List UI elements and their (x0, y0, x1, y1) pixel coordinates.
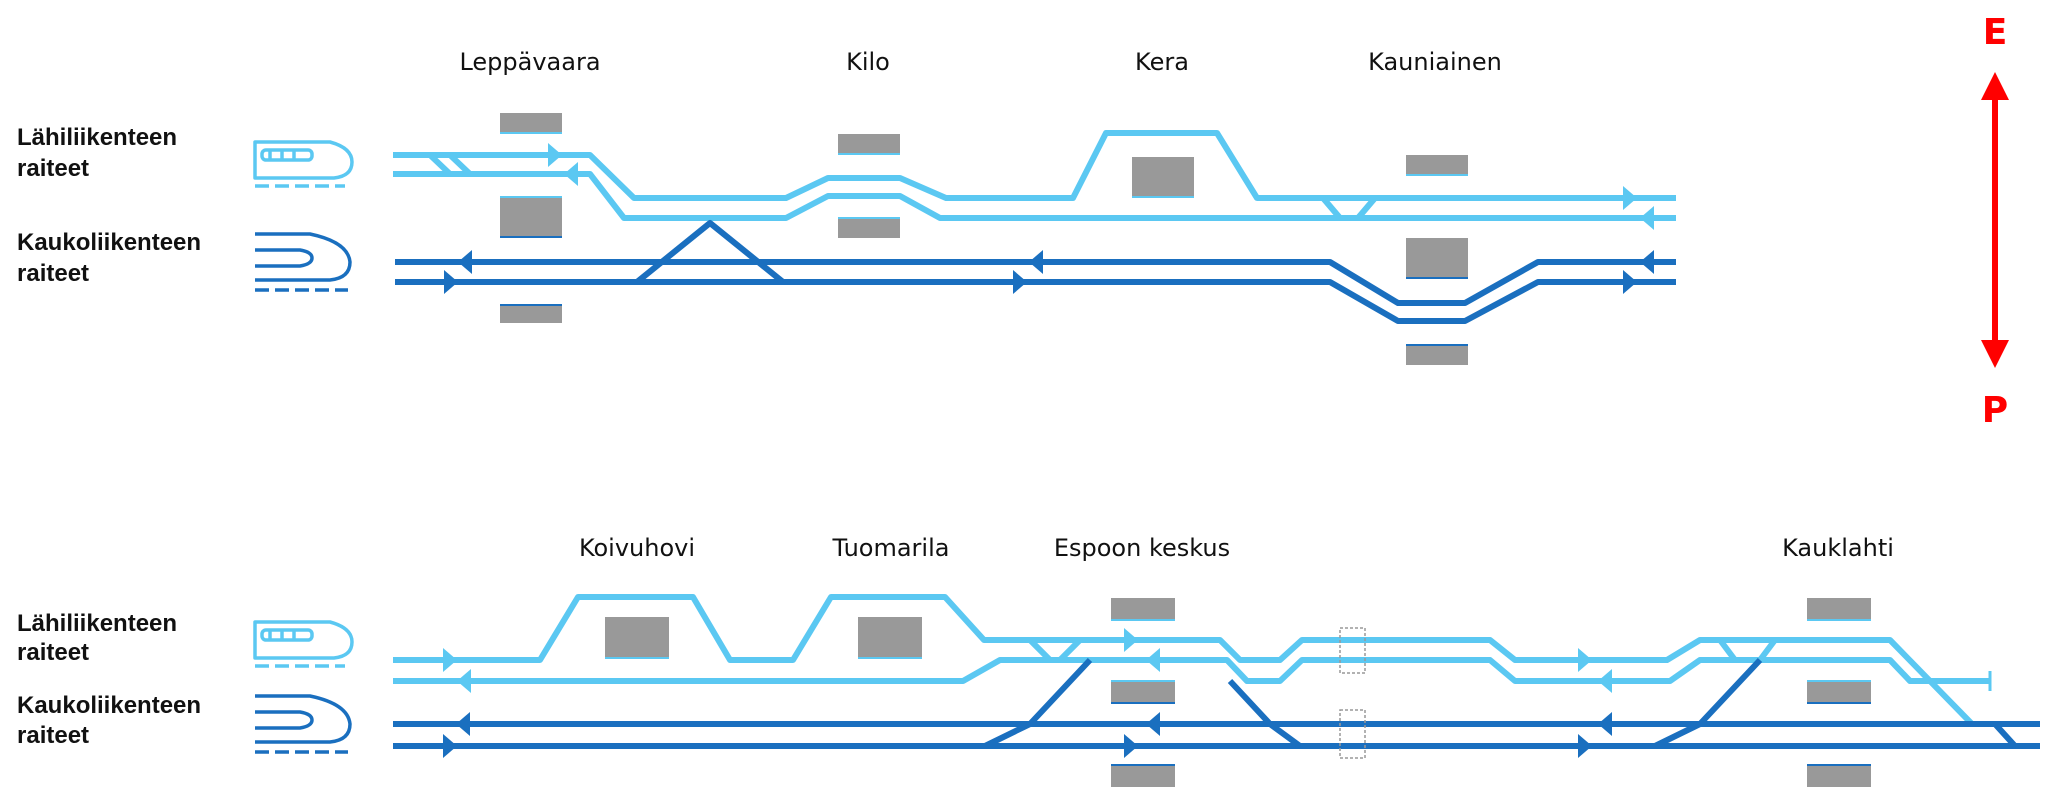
compass-arrow-up-icon (1981, 72, 2009, 100)
bottom-platform-edges (605, 619, 1871, 682)
top-long-tracks (395, 220, 1676, 324)
top-arrows (444, 143, 1654, 294)
station-label-espoon-keskus: Espoon keskus (1054, 534, 1230, 562)
platform-kilo-2 (838, 218, 900, 238)
platform-espoon-keskus-2 (1111, 681, 1175, 703)
legend-local-line1: Lähiliikenteen (17, 124, 177, 151)
bottom-platforms (605, 598, 1871, 787)
legend-local-line1-bottom: Lähiliikenteen (17, 610, 177, 637)
legend-local-line2-bottom: raiteet (17, 639, 89, 666)
platform-kauniainen-2 (1406, 238, 1468, 278)
station-label-kauniainen: Kauniainen (1368, 48, 1502, 76)
station-label-kera: Kera (1135, 48, 1189, 76)
compass-south-label: P (1982, 390, 2008, 431)
platform-kauklahti-2 (1807, 681, 1871, 703)
station-label-kauklahti: Kauklahti (1782, 534, 1894, 562)
platform-koivuhovi (605, 617, 669, 658)
top-platform-edges (500, 132, 1468, 219)
top-platform-edges-dark (500, 236, 1468, 346)
compass-north-label: E (1983, 12, 2008, 53)
station-label-koivuhovi: Koivuhovi (579, 534, 695, 562)
platform-kauklahti-3 (1807, 765, 1871, 787)
legend-local-line2: raiteet (17, 155, 89, 182)
station-label-kilo: Kilo (846, 48, 890, 76)
bottom-arrows (443, 628, 1612, 758)
top-section: Leppävaara Kilo Kera Kauniainen Lähiliik… (17, 48, 1676, 365)
compass-arrow-down-icon (1981, 340, 2009, 368)
station-label-leppavaara: Leppävaara (459, 48, 600, 76)
local-train-icon (253, 140, 354, 188)
platform-espoon-keskus-3 (1111, 765, 1175, 787)
platform-leppavaara-2 (500, 197, 562, 237)
long-distance-train-icon (255, 232, 352, 292)
platform-leppavaara-1 (500, 113, 562, 133)
platform-kilo-1 (838, 134, 900, 154)
bottom-long-tracks (393, 657, 2040, 749)
station-label-tuomarila: Tuomarila (832, 534, 950, 562)
local-train-icon (253, 620, 354, 668)
legend-long-line1: Kaukoliikenteen (17, 229, 201, 256)
platform-kauklahti-1 (1807, 598, 1871, 620)
bottom-local-tracks (393, 594, 1992, 727)
top-platforms (500, 113, 1468, 365)
bottom-joint-markers (1339, 627, 1366, 759)
platform-leppavaara-3 (500, 305, 562, 323)
top-local-tracks (393, 130, 1676, 221)
legend-long-line2-bottom: raiteet (17, 722, 89, 749)
legend-long-line1-bottom: Kaukoliikenteen (17, 692, 201, 719)
platform-kera (1132, 157, 1194, 197)
compass: E P (1981, 12, 2009, 431)
platform-tuomarila (858, 617, 922, 658)
bottom-section: Koivuhovi Tuomarila Espoon keskus Kaukla… (17, 534, 2040, 787)
platform-kauniainen-3 (1406, 345, 1468, 365)
bottom-platform-edges-dark (1111, 702, 1871, 766)
long-distance-train-icon (255, 694, 352, 754)
platform-espoon-keskus-1 (1111, 598, 1175, 620)
legend-long-line2: raiteet (17, 260, 89, 287)
platform-kauniainen-1 (1406, 155, 1468, 175)
